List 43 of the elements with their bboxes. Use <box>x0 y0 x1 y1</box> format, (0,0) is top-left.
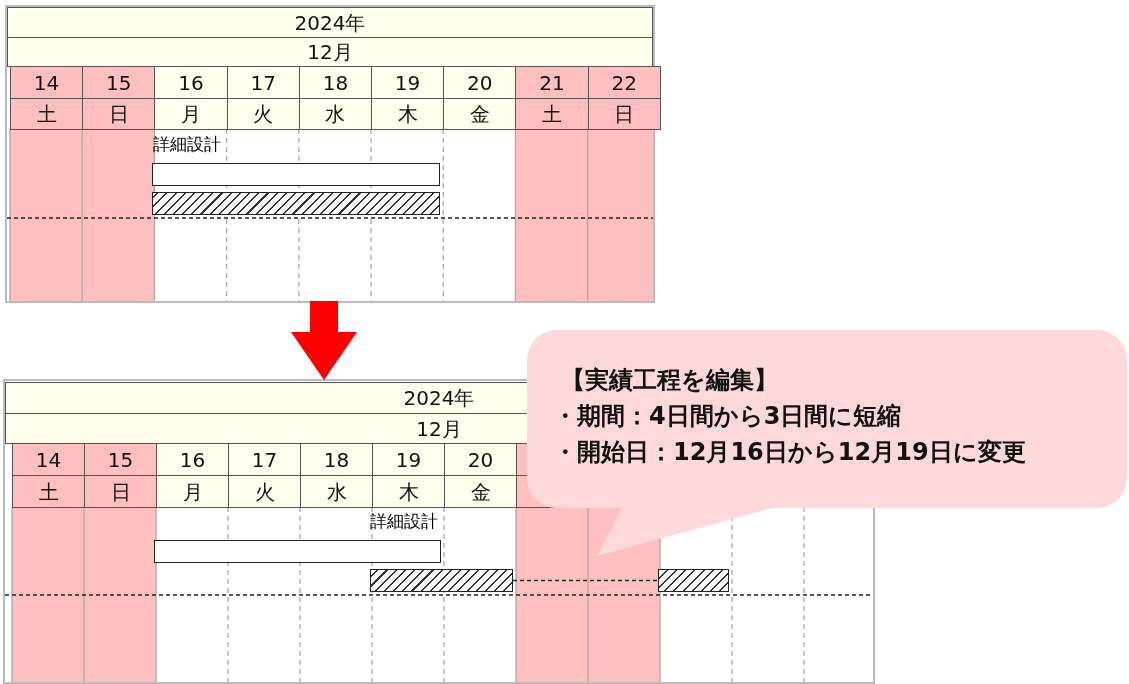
date-header: 15 <box>84 443 157 476</box>
weekday-header: 水 <box>300 475 373 508</box>
date-header: 22 <box>587 66 661 99</box>
date-header: 17 <box>228 443 301 476</box>
weekday-header: 月 <box>154 98 228 130</box>
weekday-header: 金 <box>444 475 517 508</box>
weekday-header: 土 <box>12 475 85 508</box>
date-header: 15 <box>82 66 156 99</box>
date-header: 16 <box>154 66 228 99</box>
weekday-header: 木 <box>372 475 445 508</box>
date-header: 14 <box>12 443 85 476</box>
month-header: 12月 <box>7 37 653 67</box>
date-header: 20 <box>443 66 517 99</box>
plan-bar <box>152 163 440 186</box>
weekday-header: 月 <box>156 475 229 508</box>
date-header: 18 <box>300 443 373 476</box>
actual-bar <box>658 569 729 592</box>
date-header: 19 <box>371 66 445 99</box>
down-arrow <box>291 301 357 380</box>
date-header: 16 <box>156 443 229 476</box>
date-header: 21 <box>515 66 589 99</box>
weekday-header: 水 <box>298 98 372 130</box>
weekday-header: 火 <box>226 98 300 130</box>
weekday-header: 日 <box>84 475 157 508</box>
weekday-header: 土 <box>10 98 84 130</box>
weekday-header: 日 <box>587 98 661 130</box>
year-header: 2024年 <box>7 7 653 38</box>
weekday-header: 土 <box>515 98 589 130</box>
actual-bar <box>370 569 513 592</box>
date-header: 14 <box>10 66 84 99</box>
connector-line <box>512 579 659 582</box>
plan-bar <box>154 540 441 563</box>
weekday-header: 金 <box>443 98 517 130</box>
task-label: 詳細設計 <box>153 136 221 153</box>
task-label: 詳細設計 <box>370 513 438 530</box>
weekday-header: 木 <box>371 98 445 130</box>
date-header: 19 <box>372 443 445 476</box>
date-header: 20 <box>444 443 517 476</box>
actual-bar <box>152 192 440 215</box>
weekday-header: 日 <box>82 98 156 130</box>
date-header: 18 <box>298 66 372 99</box>
weekday-header: 火 <box>228 475 301 508</box>
date-header: 17 <box>226 66 300 99</box>
